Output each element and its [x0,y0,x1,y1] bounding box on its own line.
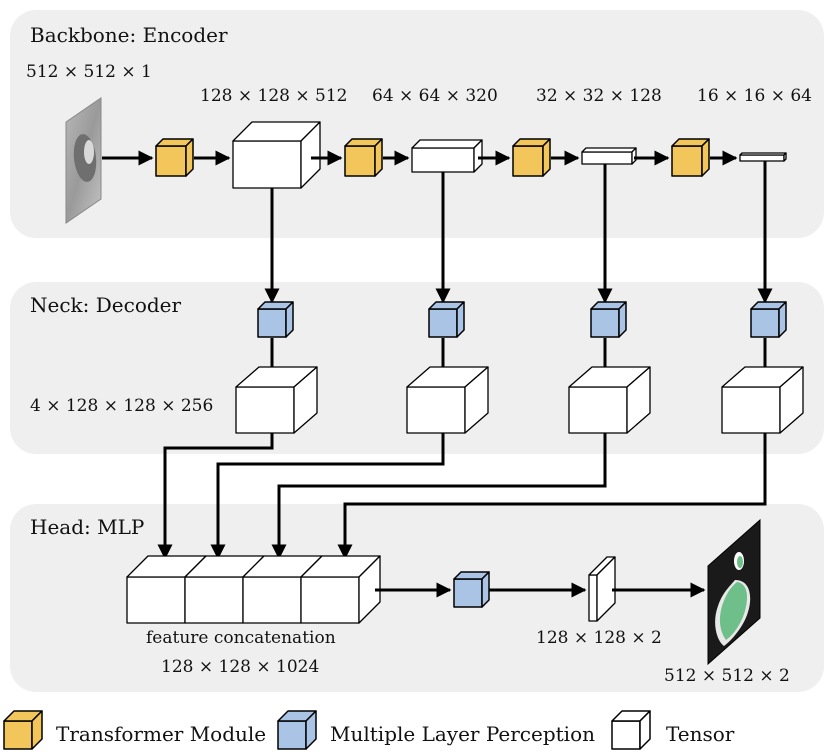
concat-dim-label: 128 × 128 × 1024 [161,657,319,677]
decoder-mlp-module-1 [257,301,294,338]
input-image [65,97,102,224]
concat-tensor-3 [242,555,323,624]
output-segmentation-mask [707,518,761,666]
encoder-tensor-3 [581,147,637,165]
encoder-panel [10,10,824,238]
legend-transformer-label: Transformer Module [56,722,266,746]
encoder-tensor-1 [232,121,321,189]
encoder-transformer-module-1 [155,138,194,177]
concat-tensor-4 [300,555,381,624]
stage2-dim-label: 64 × 64 × 320 [372,86,498,106]
decoder-dim-label: 4 × 128 × 128 × 256 [30,396,213,416]
encoder-to-decoder-arrows [264,161,773,304]
decoder-title: Neck: Decoder [30,293,182,317]
head-prediction-tensor [588,556,616,622]
legend-transformer-icon [3,710,43,750]
input-dim-label: 512 × 512 × 1 [26,62,152,82]
legend-mlp-label: Multiple Layer Perception [330,722,595,746]
encoder-transformer-module-3 [512,138,551,177]
decoder-mlp-module-2 [428,301,465,338]
decoder-mlp-module-3 [590,301,627,338]
head-title: Head: MLP [30,515,144,539]
legend-tensor-icon [611,710,651,750]
legend-mlp-icon [277,710,317,750]
stage3-dim-label: 32 × 32 × 128 [536,86,662,106]
encoder-tensor-2 [411,139,483,173]
decoder-tensor-4 [721,366,804,434]
decoder-tensor-2 [406,366,489,434]
output-dim-label: 512 × 512 × 2 [664,666,790,686]
prediction-dim-label: 128 × 128 × 2 [536,628,662,648]
encoder-transformer-module-2 [344,138,383,177]
legend: Transformer Module Multiple Layer Percep… [3,710,735,750]
concat-label: feature concatenation [146,628,336,648]
encoder-tensor-4 [739,152,787,162]
legend-tensor-label: Tensor [666,722,735,746]
decoder-tensor-1 [235,366,318,434]
decoder-tensor-3 [568,366,651,434]
concat-tensor-1 [126,555,207,624]
decoder-mlp-module-4 [750,301,787,338]
stage1-dim-label: 128 × 128 × 512 [200,86,347,106]
head-mlp-module [453,571,490,608]
stage4-dim-label: 16 × 16 × 64 [697,86,812,106]
encoder-title: Backbone: Encoder [30,23,228,47]
decoder-to-head-arrows [157,433,767,560]
encoder-transformer-module-4 [671,138,710,177]
